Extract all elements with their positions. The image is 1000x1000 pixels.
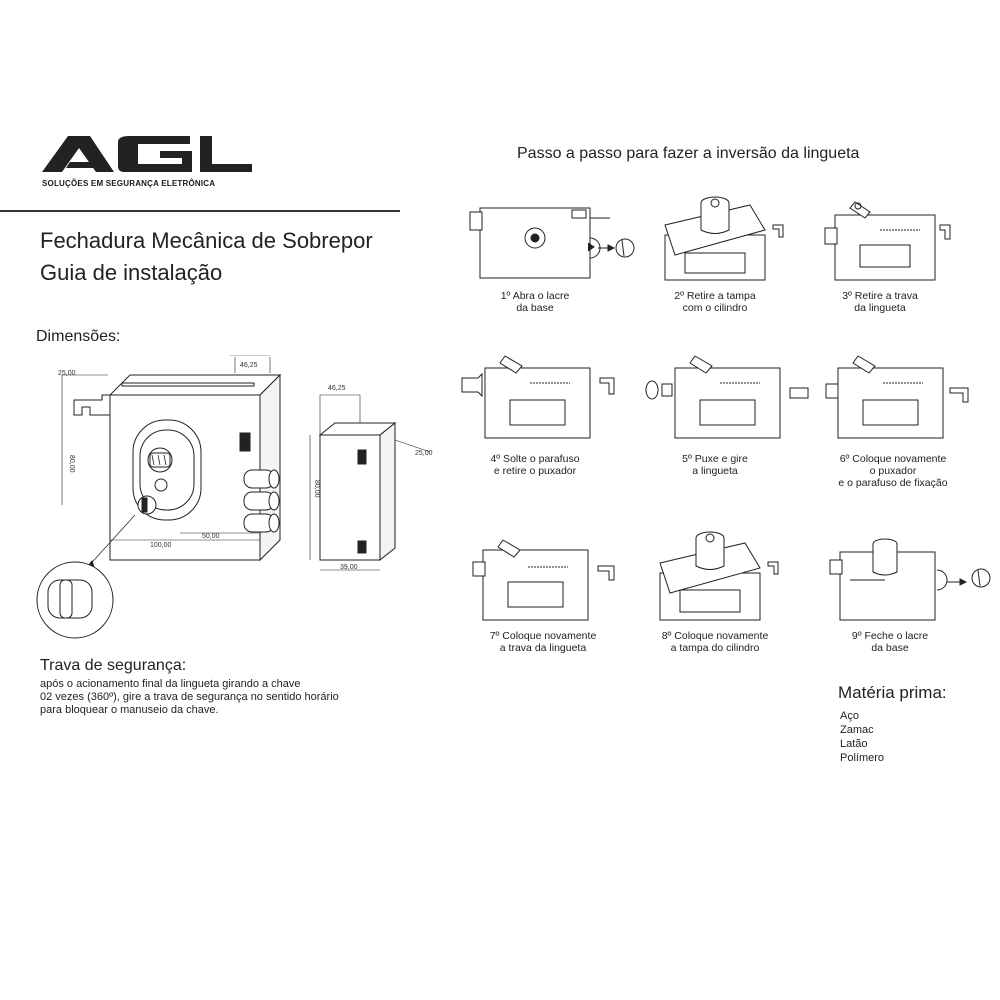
- dim-label-39: 39,00: [340, 564, 358, 571]
- step-8-line2: a tampa do cilindro: [670, 642, 760, 654]
- document-title: Fechadura Mecânica de Sobrepor Guia de i…: [40, 225, 373, 289]
- step-8-illustration: [659, 531, 779, 621]
- dim-label-46-top: 46,25: [240, 362, 258, 369]
- materials-list: Aço Zamac Latão Polímero: [840, 709, 884, 765]
- material-item: Aço: [840, 710, 859, 722]
- safety-text: após o acionamento final da lingueta gir…: [40, 678, 420, 717]
- step-9: 9º Feche o lacre da base: [825, 522, 995, 654]
- title-line-2: Guia de instalação: [40, 260, 223, 285]
- step-5: 5º Puxe e gire a lingueta: [640, 348, 820, 477]
- step-2-line1: 2º Retire a tampa: [674, 290, 756, 302]
- title-line-1: Fechadura Mecânica de Sobrepor: [40, 228, 373, 253]
- safety-line-1: após o acionamento final da lingueta gir…: [40, 678, 301, 690]
- dim-label-25-side: 25,00: [415, 450, 433, 457]
- step-9-illustration: [829, 538, 991, 621]
- step-2: 2º Retire a tampa com o cilindro: [655, 185, 805, 314]
- dimensions-heading: Dimensões:: [36, 328, 121, 345]
- step-1-line2: da base: [516, 302, 554, 314]
- step-6-line2: o puxador: [869, 465, 917, 477]
- step-7-line2: a trava da lingueta: [499, 642, 587, 654]
- step-9-line2: da base: [871, 642, 909, 654]
- dim-label-80-side: 80,00: [313, 480, 320, 498]
- dim-label-80: 80,00: [68, 455, 75, 473]
- step-9-line1: 9º Feche o lacre: [851, 630, 929, 642]
- safety-line-2: 02 vezes (360º), gire a trava de seguran…: [40, 691, 339, 703]
- step-4: 4º Solte o parafuso e retire o puxador: [460, 348, 640, 477]
- step-4-caption: 4º Solte o parafuso e retire o puxador: [460, 453, 610, 477]
- step-4-illustration: [461, 355, 615, 439]
- step-5-caption: 5º Puxe e gire a lingueta: [640, 453, 790, 477]
- step-4-line2: e retire o puxador: [493, 465, 577, 477]
- step-3-line2: da lingueta: [854, 302, 906, 314]
- material-item: Latão: [840, 738, 868, 750]
- header-rule: [0, 210, 400, 212]
- step-5-illustration: [645, 355, 809, 439]
- step-1-caption: 1º Abra o lacre da base: [460, 290, 610, 314]
- step-6: 6º Coloque novamente o puxador e o paraf…: [818, 348, 988, 489]
- material-item: Polímero: [840, 752, 885, 764]
- step-4-line1: 4º Solte o parafuso: [490, 453, 580, 465]
- step-1: 1º Abra o lacre da base: [460, 198, 640, 314]
- step-6-line1: 6º Coloque novamente: [839, 453, 947, 465]
- material-item: Zamac: [840, 724, 874, 736]
- step-8: 8º Coloque novamente a tampa do cilindro: [650, 518, 810, 654]
- step-3-caption: 3º Retire a trava da lingueta: [820, 290, 940, 314]
- step-8-caption: 8º Coloque novamente a tampa do cilindro: [650, 630, 780, 654]
- step-7-illustration: [472, 539, 615, 621]
- step-1-line1: 1º Abra o lacre: [500, 290, 570, 302]
- brand-tagline: SOLUÇÕES EM SEGURANÇA ELETRÔNICA: [42, 179, 216, 188]
- step-3: 3º Retire a trava da lingueta: [820, 190, 970, 314]
- step-9-caption: 9º Feche o lacre da base: [825, 630, 955, 654]
- dim-label-100: 100,00: [150, 542, 172, 549]
- lock-dimension-drawing: 25,00 46,25 80,00 100,00 50,00 46,25 25,…: [36, 355, 433, 639]
- brand-logo: SOLUÇÕES EM SEGURANÇA ELETRÔNICA: [40, 132, 270, 192]
- step-7: 7º Coloque novamente a trava da lingueta: [468, 522, 638, 654]
- safety-heading: Trava de segurança:: [40, 657, 187, 674]
- dim-label-50: 50,00: [202, 533, 220, 540]
- materials-heading: Matéria prima:: [838, 683, 947, 702]
- step-6-caption: 6º Coloque novamente o puxador e o paraf…: [818, 453, 968, 489]
- step-2-caption: 2º Retire a tampa com o cilindro: [655, 290, 775, 314]
- step-6-illustration: [825, 355, 969, 439]
- safety-line-3: para bloquear o manuseio da chave.: [40, 704, 219, 716]
- step-3-line1: 3º Retire a trava: [842, 290, 918, 302]
- agl-logo-graphic: [42, 136, 252, 172]
- dim-label-46-side: 46,25: [328, 385, 346, 392]
- step-2-illustration: [664, 196, 784, 281]
- step-6-line3: e o parafuso de fixação: [838, 477, 948, 489]
- step-3-illustration: [824, 201, 951, 281]
- step-7-caption: 7º Coloque novamente a trava da lingueta: [468, 630, 618, 654]
- step-1-illustration: [469, 207, 635, 279]
- dim-label-25: 25,00: [58, 370, 76, 377]
- step-8-line1: 8º Coloque novamente: [661, 630, 769, 642]
- step-5-line2: a lingueta: [692, 465, 738, 477]
- steps-heading: Passo a passo para fazer a inversão da l…: [517, 145, 860, 162]
- step-7-line1: 7º Coloque novamente: [489, 630, 597, 642]
- step-2-line2: com o cilindro: [682, 302, 748, 314]
- step-5-line1: 5º Puxe e gire: [682, 453, 748, 465]
